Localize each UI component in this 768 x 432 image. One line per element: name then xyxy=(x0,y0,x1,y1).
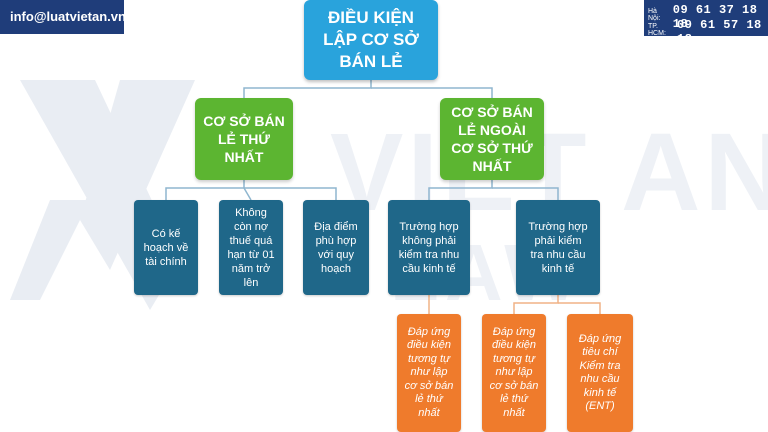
leaf-same-conditions-b-label: Đáp ứng điều kiện tương tự như lập cơ sở… xyxy=(489,325,539,419)
leaf-ent-criteria-label: Đáp ứng tiêu chí Kiểm tra nhu cầu kinh t… xyxy=(578,332,622,413)
branch-first-store: CƠ SỞ BÁN LẺ THỨ NHẤT xyxy=(195,98,293,180)
case-ent-required-label: Trường hợp phải kiểm tra nhu cầu kinh tế xyxy=(528,220,588,275)
condition-location-label: Địa điểm phù hợp với quy hoạch xyxy=(314,220,358,275)
condition-financial-plan-label: Có kế hoạch về tài chính xyxy=(143,227,189,268)
branch-additional-store-label: CƠ SỞ BÁN LẺ NGOÀI CƠ SỞ THỨ NHẤT xyxy=(451,104,533,174)
leaf-same-conditions-a: Đáp ứng điều kiện tương tự như lập cơ sở… xyxy=(397,314,461,432)
branch-first-store-label: CƠ SỞ BÁN LẺ THỨ NHẤT xyxy=(203,113,285,165)
root-node: ĐIỀU KIỆN LẬP CƠ SỞ BÁN LẺ xyxy=(304,0,438,80)
hotline-hanoi-label: Hà Nội: xyxy=(648,8,661,22)
branch-additional-store: CƠ SỞ BÁN LẺ NGOÀI CƠ SỞ THỨ NHẤT xyxy=(440,98,544,180)
contact-email[interactable]: info@luatvietan.vn xyxy=(0,0,126,34)
hotline-hcm[interactable]: TP. HCM: 09 61 57 18 18 xyxy=(648,18,764,46)
condition-location: Địa điểm phù hợp với quy hoạch xyxy=(303,200,369,295)
leaf-same-conditions-a-label: Đáp ứng điều kiện tương tự như lập cơ sở… xyxy=(404,325,454,419)
case-ent-required: Trường hợp phải kiểm tra nhu cầu kinh tế xyxy=(516,200,600,295)
hotline-hanoi[interactable]: Hà Nội: 09 61 37 18 18 xyxy=(648,3,764,31)
root-node-label: ĐIỀU KIỆN LẬP CƠ SỞ BÁN LẺ xyxy=(323,8,419,71)
condition-financial-plan: Có kế hoạch về tài chính xyxy=(134,200,198,295)
hotline-hcm-number: 09 61 57 18 18 xyxy=(677,18,762,46)
leaf-same-conditions-b: Đáp ứng điều kiện tương tự như lập cơ sở… xyxy=(482,314,546,432)
condition-no-tax-debt-label: Không còn nợ thuế quá hạn từ 01 năm trở … xyxy=(227,206,275,289)
hotline-hcm-label: TP. HCM: xyxy=(648,23,666,37)
hotline-hanoi-number: 09 61 37 18 18 xyxy=(672,3,758,31)
leaf-ent-criteria: Đáp ứng tiêu chí Kiểm tra nhu cầu kinh t… xyxy=(567,314,633,432)
hotline-panel: Hà Nội: 09 61 37 18 18 TP. HCM: 09 61 57… xyxy=(644,0,768,46)
condition-no-tax-debt: Không còn nợ thuế quá hạn từ 01 năm trở … xyxy=(219,200,283,295)
case-no-ent: Trường hợp không phải kiểm tra nhu cầu k… xyxy=(388,200,470,295)
case-no-ent-label: Trường hợp không phải kiểm tra nhu cầu k… xyxy=(398,220,460,275)
